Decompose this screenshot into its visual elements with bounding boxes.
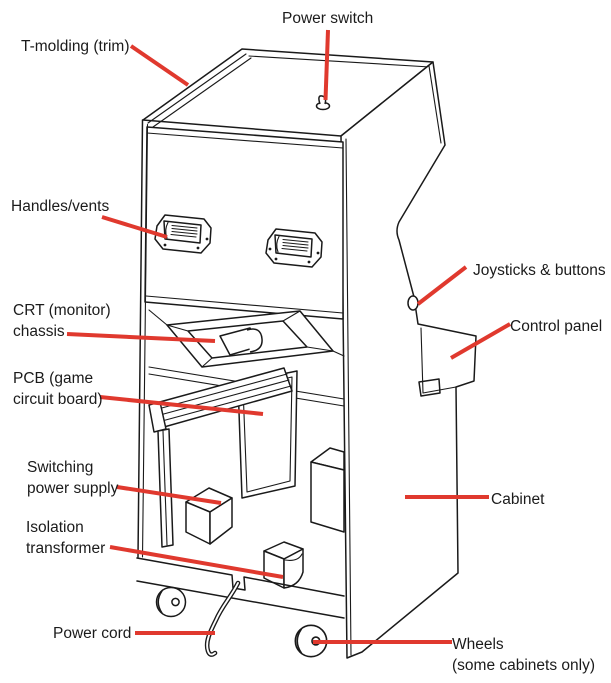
annotation-line-power-supply (116, 485, 222, 505)
label-pcb: PCB (game circuit board) (13, 368, 103, 410)
label-iso-line1: Isolation (26, 519, 84, 536)
label-joysticks-and-buttons: Joysticks & buttons (473, 260, 606, 281)
interior-box (310, 447, 345, 533)
cabinet-side-panel (340, 61, 477, 659)
label-pcb-line1: PCB (game (13, 370, 94, 387)
annotation-line-power-switch (323, 29, 330, 101)
label-crt-line1: CRT (monitor) (13, 302, 111, 319)
label-crt-monitor-chassis: CRT (monitor) chassis (13, 300, 111, 342)
label-wheels-line2: (some cabinets only) (452, 657, 596, 674)
annotation-line-t-molding (129, 44, 190, 87)
power-supply-drawing (185, 487, 233, 545)
label-pcb-line2: circuit board) (13, 391, 103, 408)
label-iso-line2: transformer (26, 540, 106, 557)
label-t-molding-text: T-molding (trim) (21, 38, 130, 55)
power-cord-drawing (204, 580, 241, 657)
label-control-panel-text: Control panel (510, 318, 603, 335)
annotation-line-crt-chassis (66, 332, 216, 343)
annotation-line-control-panel (450, 322, 511, 360)
label-power-cord: Power cord (53, 623, 131, 644)
power-switch-glyph (315, 95, 331, 111)
label-cabinet-text: Cabinet (491, 491, 545, 508)
label-t-molding: T-molding (trim) (21, 36, 130, 57)
annotation-line-handles-vents (101, 215, 168, 239)
label-handles-vents: Handles/vents (11, 196, 109, 217)
annotation-line-isolation-transformer (109, 545, 284, 579)
annotation-line-pcb (99, 395, 264, 416)
label-handles-vents-text: Handles/vents (11, 198, 110, 215)
casters-drawing (155, 586, 328, 658)
label-wheels: Wheels (some cabinets only) (452, 634, 595, 676)
label-isolation-transformer: Isolation transformer (26, 517, 105, 559)
annotation-line-joysticks (416, 265, 468, 306)
control-panel-drawing (418, 327, 457, 397)
label-sps-line2: power supply (27, 480, 119, 497)
label-crt-line2: chassis (13, 323, 65, 340)
joystick-drawing (407, 295, 419, 311)
annotation-lines (66, 29, 511, 644)
label-wheels-line1: Wheels (452, 636, 504, 653)
pcb-drawing (148, 367, 298, 548)
label-power-cord-text: Power cord (53, 625, 132, 642)
label-power-switch-text: Power switch (282, 10, 374, 27)
crt-chassis-drawing (148, 309, 345, 368)
label-switching-power-supply: Switching power supply (27, 457, 118, 499)
label-control-panel: Control panel (510, 316, 602, 337)
label-joysticks-text: Joysticks & buttons (473, 262, 606, 279)
label-sps-line1: Switching (27, 459, 94, 476)
isolation-transformer-drawing (263, 541, 304, 589)
label-cabinet: Cabinet (491, 489, 544, 510)
label-power-switch: Power switch (282, 8, 373, 29)
